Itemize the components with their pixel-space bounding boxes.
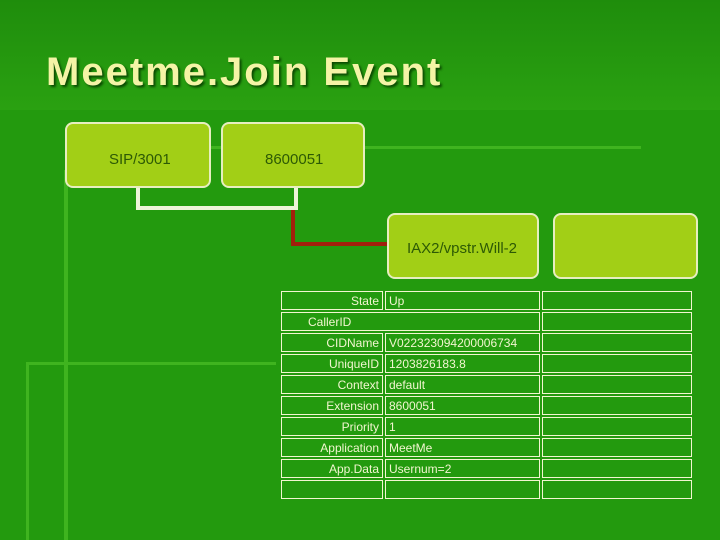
node-extension[interactable]: 8600051 <box>221 122 365 188</box>
background-band <box>0 0 720 110</box>
row-value: 8600051 <box>385 396 540 415</box>
table-row: UniqueID 1203826183.8 <box>281 354 692 373</box>
table-row: App.Data Usernum=2 <box>281 459 692 478</box>
table-row: Priority 1 <box>281 417 692 436</box>
bridge-connector <box>136 186 298 210</box>
node-label: SIP/3001 <box>109 151 171 168</box>
table-row: CallerID <box>281 312 692 331</box>
row-value: Up <box>385 291 540 310</box>
row-key: Context <box>281 375 383 394</box>
row-empty-cell <box>542 291 692 310</box>
event-details-table: State Up CallerID CIDName V0223230942000… <box>279 289 694 501</box>
row-key: UniqueID <box>281 354 383 373</box>
row-key: Extension <box>281 396 383 415</box>
row-empty-cell <box>542 480 692 499</box>
node-label: 8600051 <box>265 151 324 168</box>
row-key: State <box>281 291 383 310</box>
node-sip-channel[interactable]: SIP/3001 <box>65 122 211 188</box>
bg-vertical-line <box>26 362 29 540</box>
row-empty-cell <box>385 480 540 499</box>
row-empty-cell <box>281 480 383 499</box>
row-empty-cell <box>542 354 692 373</box>
table-row: State Up <box>281 291 692 310</box>
row-key: Priority <box>281 417 383 436</box>
node-label: IAX2/vpstr.Will-2 <box>407 240 518 257</box>
row-empty-cell <box>542 459 692 478</box>
row-value: default <box>385 375 540 394</box>
channel-connector <box>291 210 403 246</box>
row-value: V022323094200006734 <box>385 333 540 352</box>
row-key: CallerID <box>281 312 540 331</box>
row-empty-cell <box>542 438 692 457</box>
node-empty[interactable] <box>553 213 698 279</box>
table-row <box>281 480 692 499</box>
row-empty-cell <box>542 396 692 415</box>
node-iax-channel[interactable]: IAX2/vpstr.Will-2 <box>387 213 539 279</box>
row-key: CIDName <box>281 333 383 352</box>
table-row: Context default <box>281 375 692 394</box>
table-row: CIDName V022323094200006734 <box>281 333 692 352</box>
bg-vertical-line <box>64 170 68 540</box>
row-value: 1 <box>385 417 540 436</box>
page-title: Meetme.Join Event <box>46 50 443 94</box>
table-row: Extension 8600051 <box>281 396 692 415</box>
row-value: Usernum=2 <box>385 459 540 478</box>
row-empty-cell <box>542 417 692 436</box>
table-row: Application MeetMe <box>281 438 692 457</box>
row-empty-cell <box>542 312 692 331</box>
row-key: App.Data <box>281 459 383 478</box>
row-value: MeetMe <box>385 438 540 457</box>
bg-horizontal-line <box>26 362 276 365</box>
row-value: 1203826183.8 <box>385 354 540 373</box>
row-key: Application <box>281 438 383 457</box>
row-empty-cell <box>542 333 692 352</box>
bg-horizontal-line <box>205 146 641 149</box>
row-empty-cell <box>542 375 692 394</box>
